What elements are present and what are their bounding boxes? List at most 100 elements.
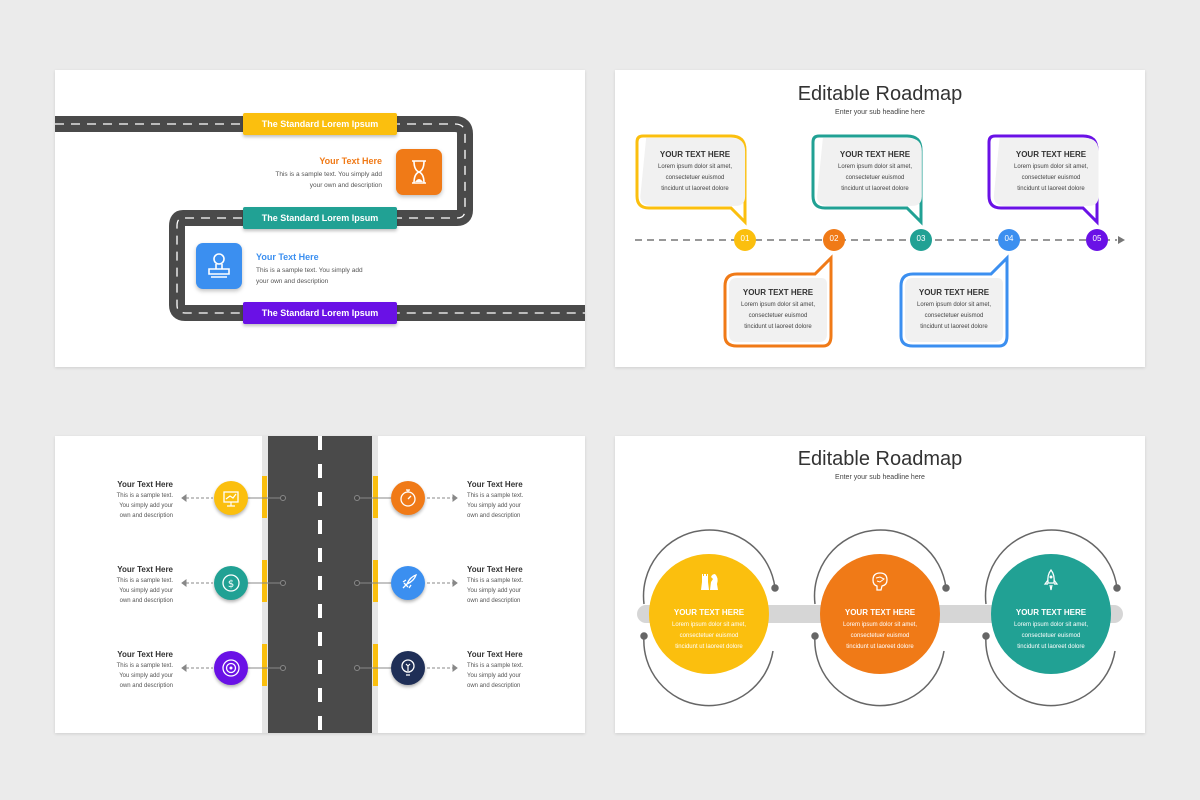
- item-line: You simply add your: [119, 588, 173, 594]
- item-line: This is a sample text.: [116, 578, 173, 584]
- step-text-2: Your Text Here This is a sample text. Yo…: [256, 252, 406, 287]
- circle-title: YOUR TEXT HERE: [673, 608, 745, 617]
- stage-bar-3: The Standard Lorem Ipsum: [243, 302, 397, 324]
- item-line: own and description: [119, 598, 173, 604]
- slide-timeline-bubbles[interactable]: Editable Roadmap Enter your sub headline…: [615, 70, 1145, 367]
- item-title: Your Text Here: [467, 650, 523, 659]
- circle-line: consectetuer euismod: [850, 633, 910, 639]
- right-item-1: Your Text Here This is a sample text. Yo…: [467, 480, 557, 521]
- right-item-2: Your Text Here This is a sample text. Yo…: [467, 565, 557, 606]
- left-item-1: Your Text Here This is a sample text. Yo…: [91, 480, 173, 521]
- bubble-line: tincidunt ut laoreet dolore: [744, 324, 812, 330]
- bubble-title: YOUR TEXT HERE: [918, 288, 990, 297]
- item-title: Your Text Here: [467, 565, 523, 574]
- circle-line: consectetuer euismod: [1021, 633, 1081, 639]
- bubble-line: consectetuer euismod: [924, 313, 984, 319]
- circle-line: consectetuer euismod: [679, 633, 739, 639]
- item-line: This is a sample text.: [467, 663, 524, 669]
- slide-title: Editable Roadmap: [797, 83, 963, 105]
- bubble-line: Lorem ipsum dolor sit amet,: [740, 302, 816, 308]
- bubble-title: YOUR TEXT HERE: [659, 150, 731, 159]
- bubble-line: consectetuer euismod: [748, 313, 808, 319]
- bubble-line: consectetuer euismod: [1021, 175, 1081, 181]
- left-item-3: Your Text Here This is a sample text. Yo…: [91, 650, 173, 691]
- bubble-line: consectetuer euismod: [665, 175, 725, 181]
- rocket-icon: [391, 566, 425, 600]
- presentation-icon: [214, 481, 248, 515]
- stopwatch-icon: [391, 481, 425, 515]
- item-line: You simply add your: [119, 503, 173, 509]
- step-text-1: Your Text Here This is a sample text. Yo…: [255, 156, 382, 191]
- bubble-4: YOUR TEXT HERE Lorem ipsum dolor sit ame…: [905, 288, 1003, 333]
- step-desc: your own and description: [309, 182, 382, 189]
- bubble-3: YOUR TEXT HERE Lorem ipsum dolor sit ame…: [825, 150, 925, 195]
- hourglass-icon: [396, 149, 442, 195]
- bubble-line: tincidunt ut laoreet dolore: [1017, 186, 1085, 192]
- marker-01: 01: [740, 234, 750, 243]
- idea-icon: [391, 651, 425, 685]
- target-icon: [214, 651, 248, 685]
- item-line: own and description: [119, 513, 173, 519]
- marker-05: 05: [1092, 234, 1102, 243]
- circle-title: YOUR TEXT HERE: [844, 608, 916, 617]
- chess-icon: [697, 568, 721, 592]
- bubble-line: tincidunt ut laoreet dolore: [661, 186, 729, 192]
- stage-bar-2: The Standard Lorem Ipsum: [243, 207, 397, 229]
- circle-line: Lorem ipsum dolor sit amet,: [842, 622, 918, 628]
- item-line: own and description: [119, 683, 173, 689]
- step-title: Your Text Here: [319, 156, 382, 166]
- marker-02: 02: [829, 234, 839, 243]
- step-desc: This is a sample text. You simply add: [256, 267, 363, 274]
- circle-title: YOUR TEXT HERE: [1015, 608, 1087, 617]
- item-line: This is a sample text.: [116, 493, 173, 499]
- bubble-title: YOUR TEXT HERE: [839, 150, 911, 159]
- item-line: You simply add your: [467, 503, 521, 509]
- item-line: This is a sample text.: [116, 663, 173, 669]
- item-line: You simply add your: [119, 673, 173, 679]
- right-item-3: Your Text Here This is a sample text. Yo…: [467, 650, 557, 691]
- marker-03: 03: [916, 234, 926, 243]
- bubble-5: YOUR TEXT HERE Lorem ipsum dolor sit ame…: [1001, 150, 1101, 195]
- bubble-line: consectetuer euismod: [845, 175, 905, 181]
- left-item-2: Your Text Here This is a sample text. Yo…: [91, 565, 173, 606]
- slide-subtitle: Enter your sub headline here: [835, 474, 925, 481]
- stamp-icon: [196, 243, 242, 289]
- slide-vertical-road[interactable]: $ Your Text Here This is a sample text. …: [55, 436, 585, 733]
- circle-line: Lorem ipsum dolor sit amet,: [1013, 622, 1089, 628]
- stage-bar-1: The Standard Lorem Ipsum: [243, 113, 397, 135]
- bubble-1: YOUR TEXT HERE Lorem ipsum dolor sit ame…: [645, 150, 745, 195]
- marker-04: 04: [1004, 234, 1014, 243]
- timeline-line: [635, 134, 1125, 348]
- circle-line: tincidunt ut laoreet dolore: [675, 644, 743, 650]
- step-title: Your Text Here: [256, 252, 319, 262]
- item-line: You simply add your: [467, 588, 521, 594]
- bubble-line: Lorem ipsum dolor sit amet,: [1013, 164, 1089, 170]
- rocket-launch-icon: [1039, 568, 1063, 592]
- step-desc: your own and description: [256, 278, 329, 285]
- item-line: You simply add your: [467, 673, 521, 679]
- bubble-2: YOUR TEXT HERE Lorem ipsum dolor sit ame…: [729, 288, 827, 333]
- circle-text-2: YOUR TEXT HERE Lorem ipsum dolor sit ame…: [820, 608, 940, 653]
- brain-icon: [868, 568, 892, 592]
- circle-line: tincidunt ut laoreet dolore: [846, 644, 914, 650]
- slide-subtitle: Enter your sub headline here: [835, 109, 925, 116]
- circle-text-3: YOUR TEXT HERE Lorem ipsum dolor sit ame…: [991, 608, 1111, 653]
- bubble-line: tincidunt ut laoreet dolore: [920, 324, 988, 330]
- slide-circle-roadmap[interactable]: Editable Roadmap Enter your sub headline…: [615, 436, 1145, 733]
- item-title: Your Text Here: [117, 565, 173, 574]
- svg-text:$: $: [228, 579, 234, 590]
- dollar-icon: $: [214, 566, 248, 600]
- circle-line: Lorem ipsum dolor sit amet,: [671, 622, 747, 628]
- item-line: This is a sample text.: [467, 578, 524, 584]
- item-title: Your Text Here: [467, 480, 523, 489]
- bubble-line: Lorem ipsum dolor sit amet,: [916, 302, 992, 308]
- slide-road-steps[interactable]: The Standard Lorem Ipsum The Standard Lo…: [55, 70, 585, 367]
- step-desc: This is a sample text. You simply add: [275, 171, 382, 178]
- item-line: This is a sample text.: [467, 493, 524, 499]
- bubble-line: tincidunt ut laoreet dolore: [841, 186, 909, 192]
- item-line: own and description: [467, 598, 521, 604]
- item-line: own and description: [467, 513, 521, 519]
- vertical-road: [181, 436, 458, 733]
- bubble-line: Lorem ipsum dolor sit amet,: [657, 164, 733, 170]
- circle-line: tincidunt ut laoreet dolore: [1017, 644, 1085, 650]
